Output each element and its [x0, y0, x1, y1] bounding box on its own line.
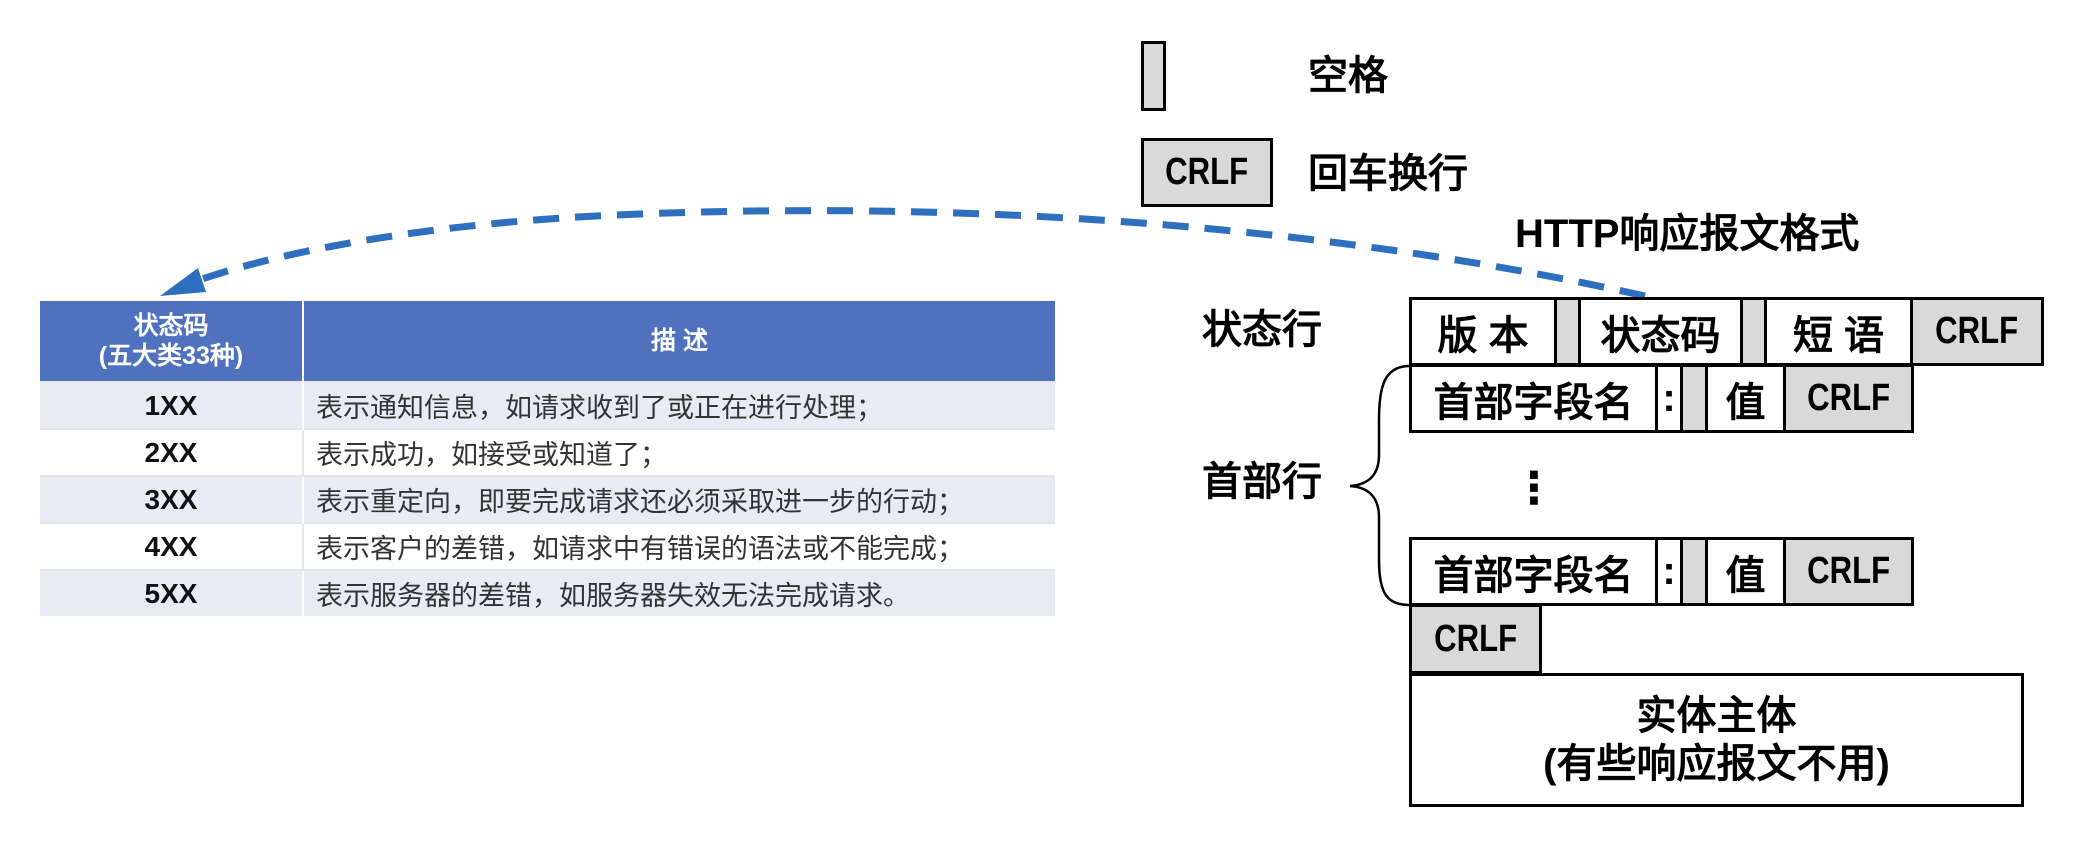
- column-header-description: 描 述: [303, 301, 1055, 382]
- header-colon: :: [1658, 367, 1683, 430]
- table-row: 3XX 表示重定向，即要完成请求还必须采取进一步的行动；: [40, 475, 1055, 523]
- entity-body: 实体主体 (有些响应报文不用): [1409, 673, 2024, 807]
- blank-line-crlf: CRLF: [1409, 604, 1542, 674]
- crlf-legend-box: CRLF: [1141, 138, 1273, 207]
- description-cell: 表示服务器的差错，如服务器失效无法完成请求。: [303, 569, 1055, 616]
- header-line-1: 首部字段名 : 值 CRLF: [1409, 364, 1914, 433]
- header-crlf: CRLF: [1786, 367, 1911, 430]
- diagram-title: HTTP响应报文格式: [1515, 212, 1860, 256]
- arrow-head-icon: [160, 268, 206, 296]
- entity-body-note: (有些响应报文不用): [1543, 742, 1890, 786]
- status-line: 版 本 状态码 短 语 CRLF: [1409, 297, 2044, 366]
- table-header-row: 状态码 (五大类33种) 描 述: [40, 301, 1055, 382]
- space-legend-box: [1141, 41, 1166, 111]
- description-cell: 表示成功，如接受或知道了；: [303, 428, 1055, 476]
- table-row: 5XX 表示服务器的差错，如服务器失效无法完成请求。: [40, 569, 1055, 616]
- crlf-text: CRLF: [1806, 377, 1891, 419]
- status-code-cell: 3XX: [40, 475, 304, 523]
- vertical-ellipsis-icon: ⋮: [1512, 464, 1556, 513]
- dashed-arrow-path: [176, 207, 1646, 300]
- header-value: 值: [1708, 540, 1786, 603]
- table-row: 4XX 表示客户的差错，如请求中有错误的语法或不能完成；: [40, 522, 1055, 570]
- header-value: 值: [1708, 367, 1786, 430]
- description-cell: 表示客户的差错，如请求中有错误的语法或不能完成；: [303, 522, 1055, 570]
- status-line-phrase: 短 语: [1767, 300, 1913, 363]
- status-code-cell: 5XX: [40, 569, 304, 616]
- curly-brace-icon: [1349, 364, 1411, 607]
- table-row: 1XX 表示通知信息，如请求收到了或正在进行处理；: [40, 381, 1055, 429]
- header-field-name: 首部字段名: [1412, 367, 1658, 430]
- status-code-table: 状态码 (五大类33种) 描 述 1XX 表示通知信息，如请求收到了或正在进行处…: [40, 301, 1055, 616]
- crlf-text: CRLF: [1935, 310, 2019, 352]
- status-line-version: 版 本: [1412, 300, 1557, 363]
- status-line-status-code: 状态码: [1581, 300, 1743, 363]
- description-cell: 表示通知信息，如请求收到了或正在进行处理；: [303, 381, 1055, 429]
- column-header-code: 状态码 (五大类33种): [40, 301, 304, 382]
- column-header-code-line2: (五大类33种): [98, 342, 244, 370]
- entity-body-title: 实体主体: [1636, 694, 1797, 738]
- status-line-crlf: CRLF: [1913, 300, 2041, 363]
- header-colon: :: [1658, 540, 1683, 603]
- space-cell: [1743, 300, 1767, 363]
- space-cell: [1557, 300, 1581, 363]
- header-lines-label: 首部行: [1202, 460, 1322, 504]
- description-cell: 表示重定向，即要完成请求还必须采取进一步的行动；: [303, 475, 1055, 523]
- crlf-text: CRLF: [1806, 550, 1891, 592]
- space-legend-label: 空格: [1308, 54, 1388, 98]
- crlf-text: CRLF: [1433, 617, 1518, 660]
- status-code-cell: 1XX: [40, 381, 304, 429]
- status-line-label: 状态行: [1202, 308, 1322, 352]
- status-code-cell: 2XX: [40, 428, 304, 476]
- space-cell: [1683, 367, 1708, 430]
- header-field-name: 首部字段名: [1412, 540, 1658, 603]
- header-crlf: CRLF: [1786, 540, 1911, 603]
- space-cell: [1683, 540, 1708, 603]
- column-header-code-line1: 状态码: [133, 312, 209, 340]
- header-line-2: 首部字段名 : 值 CRLF: [1409, 537, 1914, 606]
- crlf-legend-label: 回车换行: [1308, 152, 1468, 196]
- table-row: 2XX 表示成功，如接受或知道了；: [40, 428, 1055, 476]
- crlf-legend-box-text: CRLF: [1165, 151, 1249, 193]
- status-code-cell: 4XX: [40, 522, 304, 570]
